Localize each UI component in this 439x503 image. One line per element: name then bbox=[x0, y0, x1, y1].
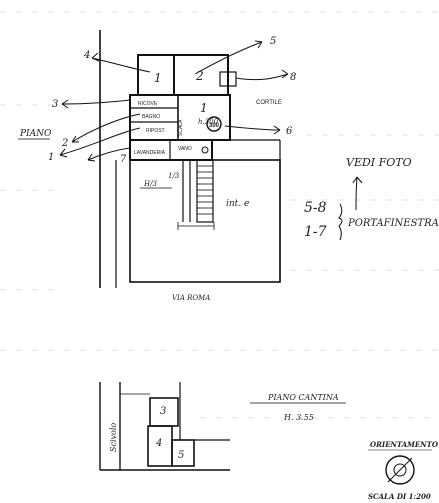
room-upper-label: 1 bbox=[200, 101, 208, 115]
piano-cantina-label: PIANO CANTINA bbox=[267, 393, 339, 402]
h300-circle-label: 300 bbox=[209, 123, 220, 129]
int-e-label: int. e bbox=[226, 199, 249, 209]
cellar-5-label: 5 bbox=[178, 450, 184, 461]
via-roma-label: VIA ROMA bbox=[172, 294, 210, 302]
bagno-label: BAGNO bbox=[142, 114, 160, 120]
scivolo-label: Scivolo bbox=[109, 423, 118, 452]
view-arrows bbox=[59, 40, 363, 211]
guide-lines bbox=[0, 11, 439, 419]
arrow-label: 1 bbox=[48, 152, 54, 163]
h300-label: h.300 bbox=[198, 118, 219, 126]
brace-icon bbox=[338, 203, 343, 241]
porta-finestra-label: PORTAFINESTRA bbox=[347, 218, 439, 229]
cellar-4-label: 4 bbox=[155, 438, 162, 449]
arrow-label: 2 bbox=[61, 138, 68, 149]
range-2-label: 1-7 bbox=[304, 224, 327, 240]
lavanderia-label: LAVANDERIA bbox=[134, 150, 166, 156]
room-2-label: 2 bbox=[195, 69, 204, 83]
cellar-3-label: 3 bbox=[160, 406, 166, 417]
left-boundary bbox=[99, 30, 117, 288]
h-dim-label: H/3 bbox=[143, 180, 157, 188]
ricovero-label: RICOVE bbox=[138, 101, 158, 107]
arrow-label: 8 bbox=[290, 72, 296, 83]
ripostiglio-label: RIPOST. bbox=[146, 128, 165, 134]
arrow-label: 6 bbox=[286, 126, 293, 137]
cortile-label: CORTILE bbox=[256, 100, 282, 106]
arrow-label: 7 bbox=[120, 154, 127, 165]
cellar-plan bbox=[99, 382, 230, 471]
scala-ratio-label: SCALA DI 1:200 bbox=[368, 492, 431, 501]
range-1-label: 5-8 bbox=[304, 200, 327, 216]
vano-label: VANO bbox=[178, 146, 192, 152]
compass-icon bbox=[385, 455, 415, 485]
h-cantina-label: H. 3.55 bbox=[283, 413, 314, 422]
arrow-label: 5 bbox=[270, 36, 276, 47]
upper-plan bbox=[129, 54, 281, 283]
room-1-label: 1 bbox=[154, 71, 162, 85]
arrow-label: 3 bbox=[52, 99, 58, 110]
vedi-foto-label: VEDI FOTO bbox=[346, 156, 412, 169]
floor-left-label: PIANO bbox=[19, 129, 52, 139]
h-dim2-label: 1/3 bbox=[168, 172, 180, 180]
arrow-label: 4 bbox=[83, 50, 90, 61]
scala-label: SCALA bbox=[178, 119, 184, 136]
orientamento-label: ORIENTAMENTO bbox=[370, 440, 439, 449]
